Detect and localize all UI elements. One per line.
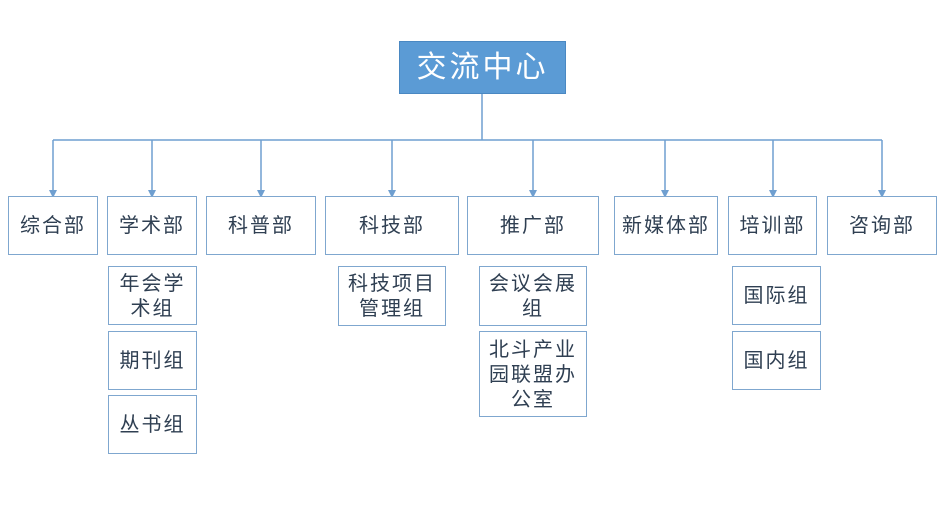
group-node-nianhui-xueshu: 年会学术组 — [108, 266, 197, 325]
group-node-huiyi-huizhan: 会议会展组 — [479, 266, 587, 326]
group-node-congshu: 丛书组 — [108, 395, 197, 454]
dept-node-keji: 科技部 — [325, 196, 459, 255]
root-node: 交流中心 — [399, 41, 566, 94]
dept-node-xueshu: 学术部 — [107, 196, 197, 255]
dept-node-zixun: 咨询部 — [827, 196, 937, 255]
group-node-beidou-office: 北斗产业园联盟办公室 — [479, 331, 587, 417]
dept-node-xinmeiti: 新媒体部 — [614, 196, 718, 255]
group-node-qikan: 期刊组 — [108, 331, 197, 390]
group-node-keji-xiangmu: 科技项目管理组 — [338, 266, 446, 326]
dept-node-peixun: 培训部 — [728, 196, 817, 255]
dept-node-tuiguang: 推广部 — [467, 196, 599, 255]
dept-node-kepu: 科普部 — [206, 196, 316, 255]
group-node-guoji: 国际组 — [732, 266, 821, 325]
group-node-guonei: 国内组 — [732, 331, 821, 390]
dept-node-zonghe: 综合部 — [8, 196, 98, 255]
